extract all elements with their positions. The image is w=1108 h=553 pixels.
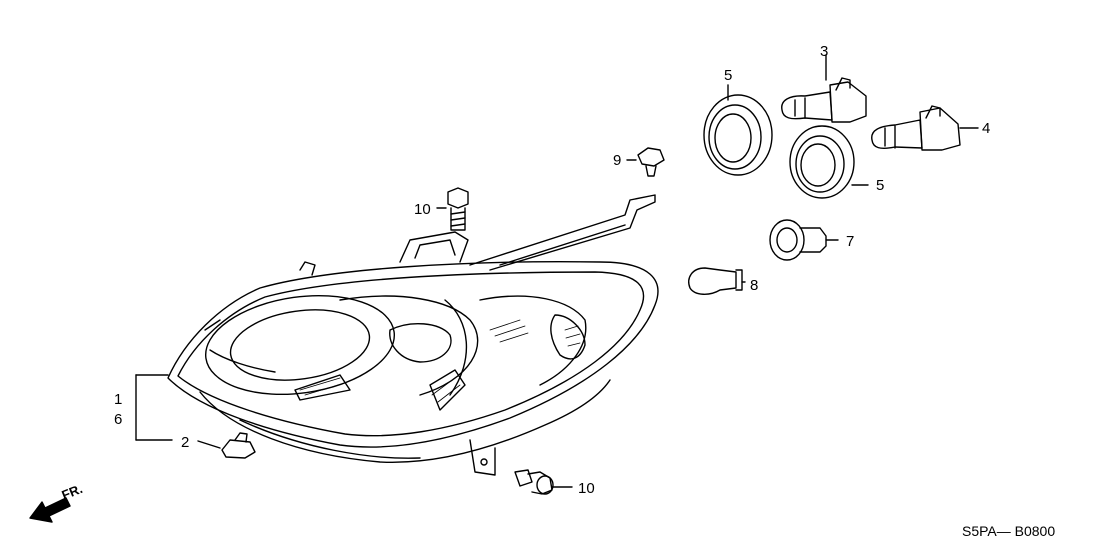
- part-8-wedge-bulb: [688, 267, 746, 295]
- part-3-bulb: [781, 54, 867, 123]
- part-10-bolt-lower: [514, 469, 573, 495]
- callout-5-lower: 5: [876, 177, 884, 194]
- callout-5-upper: 5: [724, 67, 732, 84]
- callout-1: 1: [114, 391, 122, 408]
- part-5-seal-lower: [789, 125, 869, 199]
- reflector-hatching: [299, 319, 581, 403]
- callout-10-lower: 10: [578, 480, 595, 497]
- callout-3: 3: [820, 43, 828, 60]
- callout-10-upper: 10: [414, 201, 431, 218]
- front-label: FR.: [60, 481, 85, 503]
- headlight-assembly: [167, 194, 659, 476]
- part-4-bulb: [871, 105, 979, 151]
- callout-4: 4: [982, 120, 990, 137]
- callout-9: 9: [613, 152, 621, 169]
- part-7-socket: [769, 219, 839, 261]
- callout-1-6-leader: [135, 374, 173, 441]
- part-10-bolt-upper: [436, 187, 469, 231]
- callout-6: 6: [114, 411, 122, 428]
- part-5-seal-upper: [703, 84, 773, 176]
- callout-8: 8: [750, 277, 758, 294]
- part-9-clip: [626, 147, 665, 177]
- part-2-clip-nut: [197, 432, 256, 459]
- front-direction-arrow-icon: [29, 497, 71, 523]
- diagram-code: S5PA— B0800: [962, 523, 1055, 539]
- callout-2: 2: [181, 434, 189, 451]
- callout-7: 7: [846, 233, 854, 250]
